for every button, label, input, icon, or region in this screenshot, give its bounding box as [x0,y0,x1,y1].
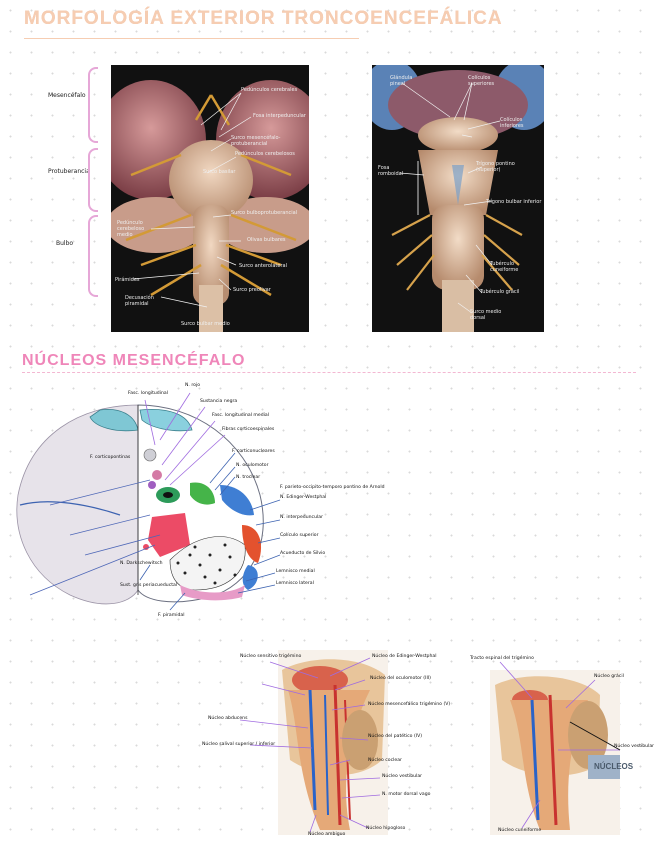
brace-bulbo [88,215,98,297]
label-n-interpeduncular: N. interpeduncular [280,515,323,520]
label-f-corticonucleares: F. corticonucleares [232,449,275,454]
label-surco-bulbar-medio: Surco bulbar medio [181,321,230,327]
label-f-piramidal: F. piramidal [158,613,185,618]
label-trigono-pontino: Trígono pontino (superior) [476,161,515,173]
label-nucleo-edinger-westphal: Núcleo de Edinger-Westphal [372,654,437,659]
label-nucleo-cuneiforme: Núcleo cuneiforme [498,828,542,833]
label-surco-mesencefalo-protuberancial: Surco mesencéfalo-protuberancial [231,135,281,147]
label-nucleo-ambiguo: Núcleo ambiguo [308,832,346,837]
label-fosa-interpeduncular: Fosa interpeduncular [253,113,306,119]
label-pedunculos-cerebrales: Pedúnculos cerebrales [241,87,298,93]
label-fasc-longitudinal-medial: Fasc. longitudinal medial [212,413,270,418]
label-nucleo-salival: Núcleo salival superior / inferior [202,742,276,747]
label-nucleo-oculomotor: Núcleo del oculomotor (III) [370,676,431,681]
label-f-parieto-occipito-temporo-pontino: F. parieto-occipito-temporo pontino de A… [280,485,385,490]
label-f-corticopontinas: F. corticopontinas [90,455,131,460]
label-tuberculo-cuneiforme: Tubérculo cuneiforme [490,261,519,273]
label-glandula-pineal: Glándula pineal [390,75,413,87]
label-fibras-corticoespinales: Fibras corticoespinales [222,427,275,432]
cranial-nuclei-illustration [239,650,388,835]
sensory-nuclei-illustration [490,661,621,835]
midbrain-section-illustration [16,392,281,611]
label-piramides: Pirámides [115,277,140,283]
section-title-nucleos: NÚCLEOS MESENCÉFALO [22,352,246,369]
label-surco-bulboprotuberancial: Surco bulboprotuberancial [231,210,298,216]
side-label-bulbo: Bulbo [56,240,74,247]
brainstem-dorsal-figure: Glándula pineal Colículos superiores Col… [372,65,544,332]
label-n-oculomotor: N. oculomotor [236,463,269,468]
sensory-nuclei-figure: Tracto espinal del trigémino Núcleo grác… [470,650,654,840]
label-sustancia-negra: Sustancia negra [200,399,238,404]
label-surco-preolivar: Surco preolivar [233,287,271,293]
side-label-protuberancia: Protuberancia [48,168,90,175]
label-coliculos-superiores: Colículos superiores [468,75,495,87]
label-fosa-romboidal: Fosa romboidal [378,165,404,177]
label-olivas-bulbares: Olivas bulbares [247,237,286,243]
label-lemnisco-lateral: Lemnisco lateral [276,581,314,586]
label-sust-gris-periacueductal: Sust. gris periacueductal [120,583,178,588]
brainstem-dorsal-illustration [372,65,544,332]
side-label-mesencefalo: Mesencéfalo [48,92,86,99]
label-pedunculo-cerebeloso-medio: Pedúnculo cerebeloso medio [117,220,145,238]
label-tuberculo-gracil: Tubérculo grácil [480,289,520,295]
label-nucleo-vestibular-right: Núcleo vestibular [614,744,655,749]
label-nucleo-mesencefalico-trigemino: Núcleo mesencefálico trigémino (V) [368,702,451,707]
label-trigono-bulbar-inferior: Trígono bulbar inferior [486,199,542,205]
label-surco-anterolateral: Surco anterolateral [239,263,287,269]
title-underline [24,38,359,39]
label-nucleo-patetico: Núcleo del patético (IV) [368,734,423,739]
label-n-troclear: N. troclear [236,475,261,480]
brainstem-ventral-figure: Pedúnculos cerebrales Fosa interpeduncul… [111,65,309,332]
label-n-darkschewitsch: N. Darkschewitsch [120,561,163,566]
label-surco-basilar: Surco basilar [203,169,236,175]
brace-mesencefalo [88,67,98,143]
label-nucleo-hipogloso: Núcleo hipogloso [366,826,406,831]
label-surco-medio-dorsal: Surco medio dorsal [470,309,502,321]
label-nucleo-sensitivo-trigemino: Núcleo sensitivo trigémino [240,654,302,659]
label-acueducto-silvio: Acueducto de Silvio [280,551,326,556]
label-n-edinger-westphal: N. Edinger-Westphal [280,495,327,500]
label-n-motor-dorsal-vago: N. motor dorsal vago [382,792,431,797]
label-nucleo-gracil: Núcleo grácil [594,674,624,679]
cranial-nuclei-figure: Núcleo sensitivo trigémino Núcleo de Edi… [200,650,450,840]
label-nucleo-abducens: Núcleo abducens [208,716,248,721]
page-title: MORFOLOGÍA EXTERIOR TRONCOENCEFÁLICA [24,8,503,29]
label-tracto-espinal-trigemino: Tracto espinal del trigémino [470,656,534,661]
label-lemnisco-medial: Lemnisco medial [276,569,315,574]
brainstem-ventral-illustration [111,80,309,332]
label-decusacion-piramidal: Decusación piramidal [125,295,154,307]
label-pedunculos-cerebelosos: Pedúnculos cerebelosos [235,151,295,157]
label-coliculo-superior: Colículo superior [280,533,319,538]
label-nucleo-vestibular: Núcleo vestibular [382,774,423,779]
label-n-rojo: N. rojo [185,383,201,388]
label-nucleo-coclear: Núcleo coclear [368,758,402,763]
brace-protuberancia [88,148,98,212]
label-coliculos-inferiores: Colículos inferiores [500,117,524,129]
stamp-nucleos: NÚCLEOS [594,762,634,771]
midbrain-section-figure: Fasc. longitudinal N. rojo Sustancia neg… [10,383,390,625]
label-fasc-longitudinal: Fasc. longitudinal [128,391,168,396]
section-divider [22,372,636,373]
